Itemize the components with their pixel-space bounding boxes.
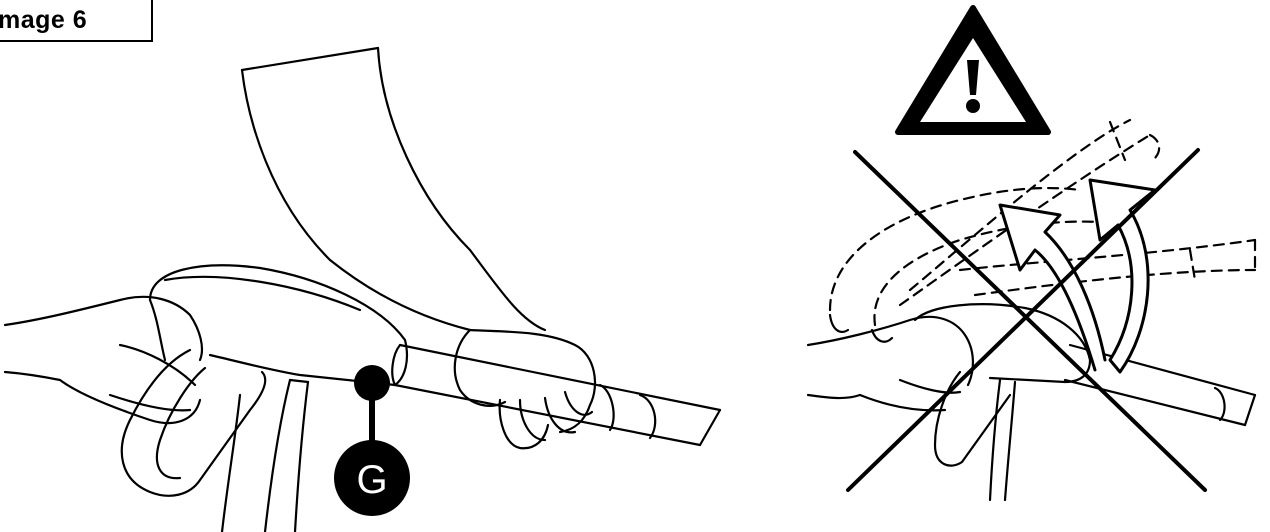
- upper-arm-edge: [378, 48, 545, 330]
- left-hand: [5, 297, 202, 423]
- callout-marker-g: G: [334, 365, 410, 516]
- prohibited-cross: [848, 150, 1205, 490]
- lance-tube: [395, 345, 720, 445]
- right-arm: [808, 317, 973, 411]
- upper-arm: [242, 70, 470, 330]
- right-illustration: [808, 120, 1255, 500]
- warning-icon: [898, 8, 1048, 132]
- callout-letter: G: [356, 458, 387, 502]
- right-hand: [455, 330, 595, 448]
- stand: [265, 380, 308, 532]
- trigger-guard: [122, 350, 265, 496]
- stand-right: [990, 380, 1015, 500]
- gun-body-right: [915, 304, 1090, 382]
